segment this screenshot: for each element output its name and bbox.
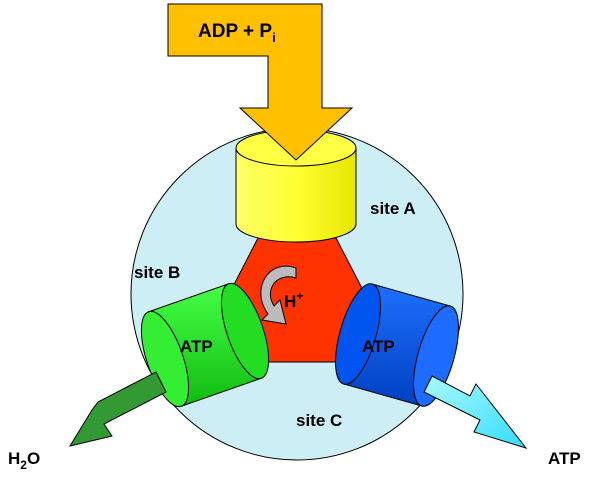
curved-rotation-arrow-icon xyxy=(260,265,297,325)
cylinder-c-label: ATP xyxy=(362,337,395,356)
input-arrow xyxy=(167,3,354,161)
output-left-label: H2O xyxy=(8,449,40,472)
site-a-cylinder xyxy=(235,129,357,243)
input-label: ADP + Pi xyxy=(198,21,276,45)
site-b-cylinder xyxy=(140,282,270,408)
output-right-label: ATP xyxy=(548,449,581,468)
output-arrow-left xyxy=(68,371,167,447)
cylinder-b-label: ATP xyxy=(180,337,213,356)
output-arrow-right xyxy=(423,375,528,449)
site-c-label: site C xyxy=(296,411,342,430)
proton-label: H+ xyxy=(284,289,303,311)
site-a-label: site A xyxy=(370,199,416,218)
site-c-cylinder xyxy=(335,283,459,407)
site-b-label: site B xyxy=(134,263,180,282)
